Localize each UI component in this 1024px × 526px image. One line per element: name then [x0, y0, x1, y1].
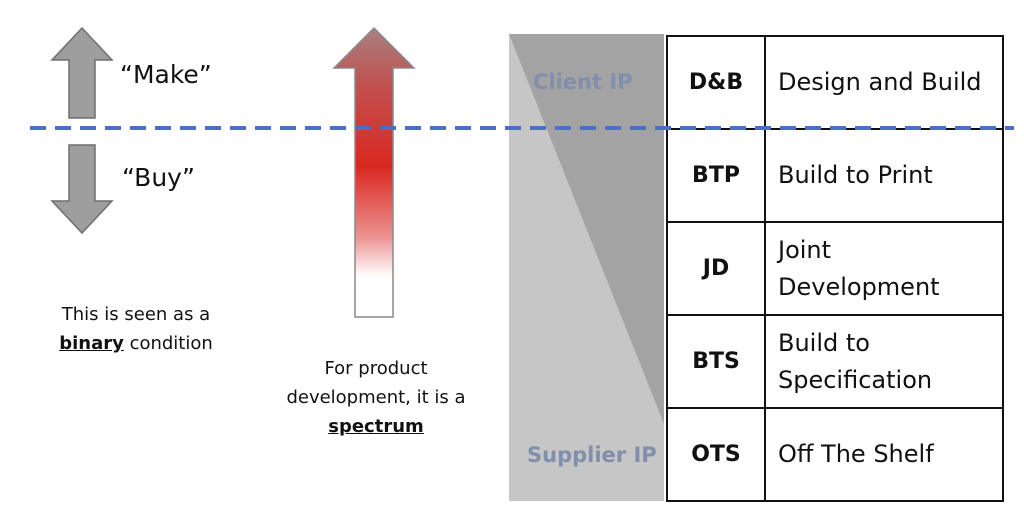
model-description: Design and Build [764, 35, 1004, 130]
spectrum-caption-line1: For product [324, 358, 428, 379]
ip-ownership-panel [509, 34, 664, 501]
table-row: BTS Build to Specification [666, 314, 1004, 409]
spectrum-caption: For product development, it is a spectru… [270, 354, 482, 441]
model-description: Build to Specification [764, 314, 1004, 409]
binary-emphasis: binary [59, 333, 124, 354]
spectrum-emphasis: spectrum [328, 416, 424, 437]
binary-caption: This is seen as a binary condition [46, 300, 226, 358]
make-arrow-up-icon [50, 26, 114, 119]
make-label: “Make” [120, 60, 212, 89]
table-row: JD Joint Development [666, 221, 1004, 316]
table-row: BTP Build to Print [666, 128, 1004, 223]
model-code: JD [666, 221, 766, 316]
client-ip-label: Client IP [533, 70, 633, 94]
model-code: OTS [666, 407, 766, 502]
table-row: D&B Design and Build [666, 35, 1004, 130]
model-code: BTP [666, 128, 766, 223]
model-description: Joint Development [764, 221, 1004, 316]
model-code: BTS [666, 314, 766, 409]
binary-caption-line1: This is seen as a [61, 304, 211, 325]
spectrum-caption-line3: spectrum [270, 412, 482, 441]
buy-arrow-down-icon [50, 144, 114, 235]
buy-label: “Buy” [122, 163, 195, 192]
model-description-line: Design and Build [778, 68, 982, 96]
model-description-line: Build to Print [778, 161, 933, 189]
model-description-line: Build to [778, 328, 870, 357]
model-description: Build to Print [764, 128, 1004, 223]
spectrum-caption-line2: development, it is a [286, 387, 466, 408]
supplier-ip-label: Supplier IP [527, 443, 657, 467]
model-code: D&B [666, 35, 766, 130]
table-row: OTS Off The Shelf [666, 407, 1004, 502]
model-description-line: Development [778, 272, 940, 301]
sourcing-models-table: D&B Design and Build BTP Build to Print … [666, 35, 1004, 502]
model-description: Off The Shelf [764, 407, 1004, 502]
model-description-line: Specification [778, 365, 933, 394]
binary-caption-rest: condition [123, 333, 213, 354]
binary-caption-line2: binary condition [46, 329, 226, 358]
model-description-line: Joint [778, 235, 832, 264]
spectrum-arrow-icon [332, 26, 416, 318]
model-description-line: Off The Shelf [778, 440, 934, 468]
